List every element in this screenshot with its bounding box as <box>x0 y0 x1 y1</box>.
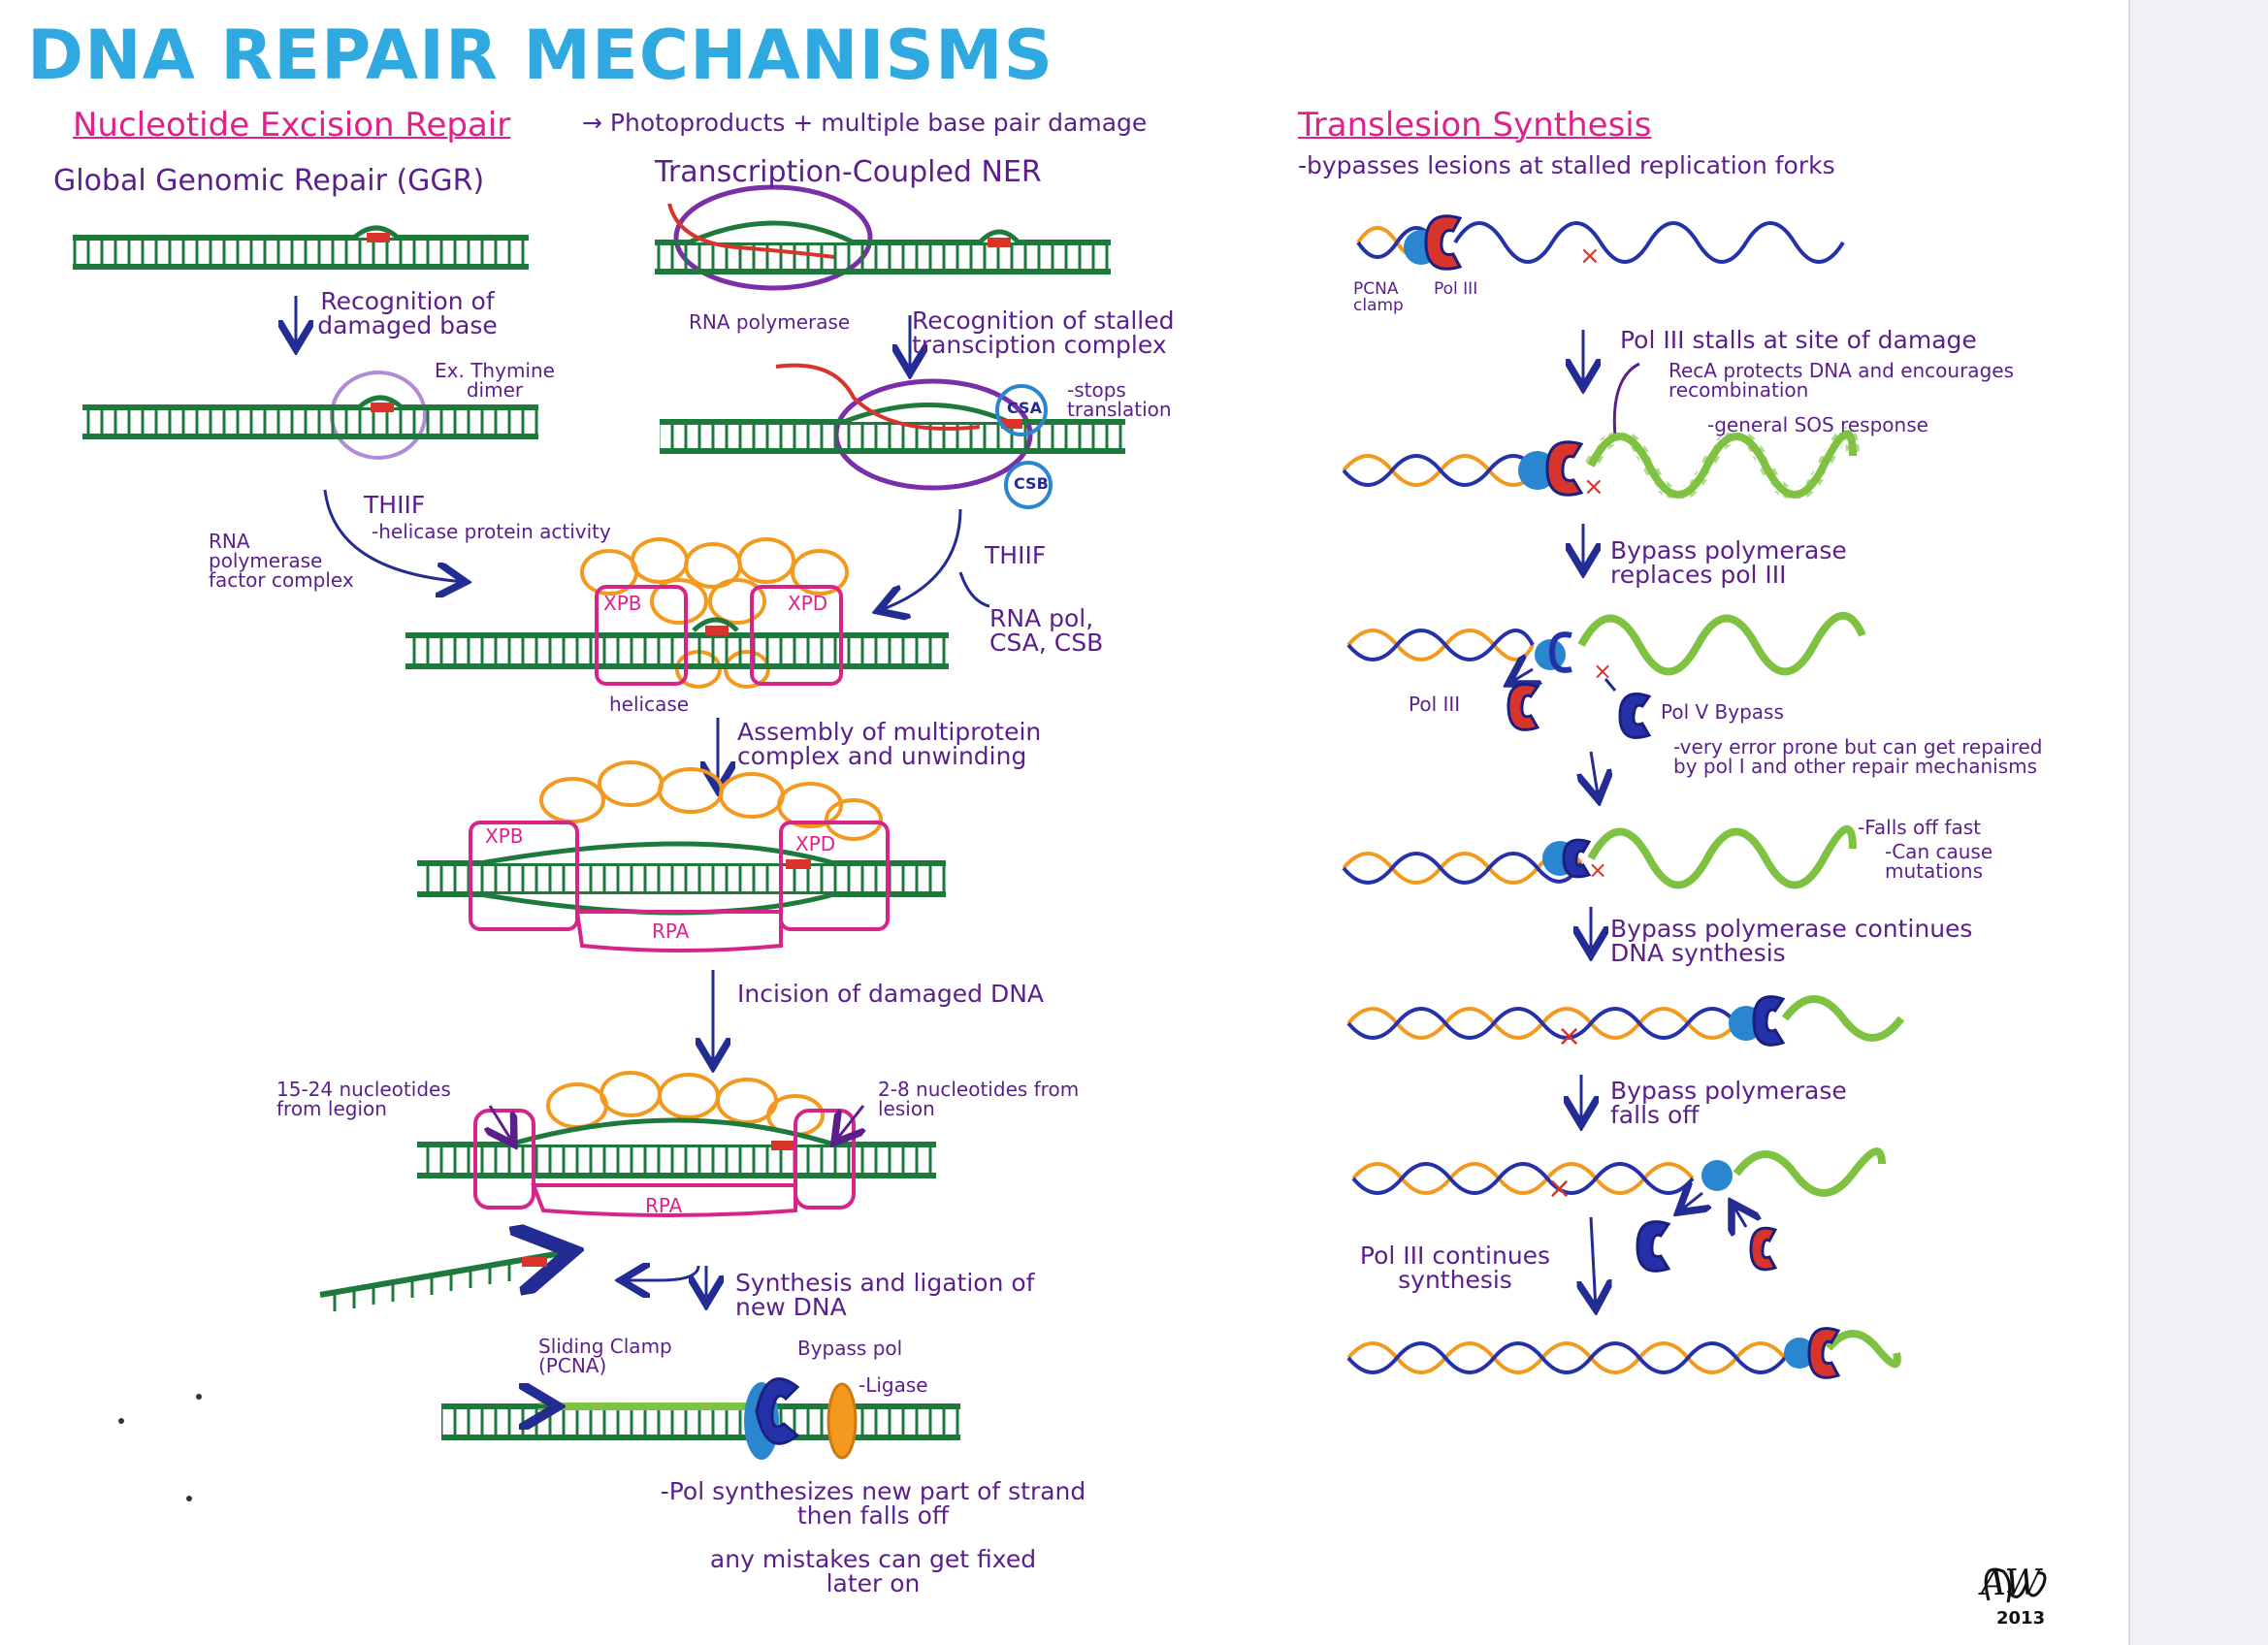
ggr-dna-1 <box>73 225 529 270</box>
tls-helix-4: × <box>1342 825 1857 889</box>
scan-speck <box>196 1394 202 1400</box>
ner-note: -Pol synthesizes new part of strand then… <box>660 1477 1086 1530</box>
paper-edge <box>2128 0 2268 1645</box>
signature-year: 2013 <box>1996 1608 2046 1629</box>
csa-label: CSA <box>1007 399 1042 417</box>
ggr-step-recognition: Recognition of damaged base <box>317 287 498 339</box>
ner-arrow-split <box>621 1266 700 1280</box>
scan-speck <box>118 1418 124 1424</box>
ner-heading: Nucleotide Excision Repair <box>73 106 511 145</box>
tls-subtitle: -bypasses lesions at stalled replication… <box>1298 151 1835 179</box>
ggr-factor-label: RNA polymerase factor complex <box>209 530 354 592</box>
polv-note-3: -Can cause mutations <box>1885 840 1993 883</box>
ggr-thiif: THIIF <box>364 491 426 519</box>
tls-helix-2: × <box>1342 427 1860 501</box>
tcner-removed: RNA pol, CSA, CSB <box>989 604 1104 657</box>
xpd-label-2: XPD <box>795 832 836 855</box>
nt-right-label: 2-8 nucleotides from lesion <box>878 1078 1080 1120</box>
nt-left-label: 15-24 nucleotides from legion <box>276 1078 451 1120</box>
tls-step-falloff: Bypass polymerase falls off <box>1610 1077 1847 1129</box>
tcner-step-recognition: Recognition of stalled transciption comp… <box>912 306 1175 359</box>
tls-reca-pointer <box>1612 362 1640 437</box>
pol3-label-1: Pol III <box>1434 279 1478 299</box>
excised-fragment <box>319 1251 572 1311</box>
tls-helix-7 <box>1346 1327 1901 1379</box>
ner-step-synthesis: Synthesis and ligation of new DNA <box>735 1269 1035 1321</box>
tls-sos-note: -general SOS response <box>1707 413 1928 436</box>
xpd-label-1: XPD <box>788 592 828 615</box>
scan-speck <box>186 1496 192 1501</box>
tcner-thiif: THIIF <box>985 541 1047 569</box>
ggr-title: Global Genomic Repair (GGR) <box>53 164 485 198</box>
tcner-dna-2 <box>660 363 1125 509</box>
ggr-example: Ex. Thymine dimer <box>435 359 555 402</box>
tcner-arrow-2 <box>878 508 962 611</box>
pcna-label: PCNA clamp <box>1353 279 1404 315</box>
svg-text:×: × <box>1583 472 1604 501</box>
helicase-stage <box>405 537 949 689</box>
incision-stage <box>417 1071 936 1217</box>
xpb-label-2: XPB <box>485 824 524 848</box>
synthesis-stage <box>441 1377 960 1460</box>
tls-step-pol3: Pol III continues synthesis <box>1359 1242 1551 1294</box>
tcner-stops-note: -stops translation <box>1067 378 1172 421</box>
unwinding-stage <box>417 760 946 952</box>
svg-text:×: × <box>1593 658 1612 685</box>
tls-step-replace: Bypass polymerase replaces pol III <box>1610 536 1847 589</box>
ggr-thiif-note: -helicase protein activity <box>372 520 611 543</box>
tls-reca-note: RecA protects DNA and encourages recombi… <box>1669 359 2014 402</box>
tls-step-continue: Bypass polymerase continues DNA synthesi… <box>1610 915 1973 967</box>
tcner-arrow-3 <box>958 571 990 608</box>
tcner-rnapol-label: RNA polymerase <box>689 310 851 334</box>
signature-initials: AW <box>1981 1564 2041 1603</box>
rpa-label-2: RPA <box>645 1194 683 1217</box>
page-title: DNA REPAIR MECHANISMS <box>27 16 1054 95</box>
tls-helix-3: × <box>1346 612 1866 739</box>
rpa-label-1: RPA <box>652 919 690 943</box>
ligase-label: -Ligase <box>859 1373 928 1397</box>
polv-note-1: -very error prone but can get repaired b… <box>1673 735 2043 778</box>
tcner-title: Transcription-Coupled NER <box>655 155 1042 189</box>
ner-step-incision: Incision of damaged DNA <box>737 980 1044 1008</box>
ner-heading-note: → Photoproducts + multiple base pair dam… <box>582 109 1148 137</box>
polv-label: Pol V Bypass <box>1661 700 1784 724</box>
tls-helix-6: × <box>1351 1147 1886 1273</box>
ggr-arrow-2 <box>323 489 466 582</box>
ner-step-assembly: Assembly of multiprotein complex and unw… <box>737 718 1042 770</box>
csb-label: CSB <box>1014 474 1049 493</box>
tls-helix-5: × <box>1346 995 1905 1053</box>
ner-note-2: any mistakes can get fixed later on <box>709 1545 1037 1597</box>
helicase-label: helicase <box>609 693 690 716</box>
tls-step-stall: Pol III stalls at site of damage <box>1620 326 1977 354</box>
tls-arrow-3 <box>1591 751 1599 800</box>
svg-text:×: × <box>1557 1019 1581 1053</box>
ggr-dna-2 <box>82 371 538 460</box>
xpb-label-1: XPB <box>603 592 642 615</box>
sliding-clamp-label: Sliding Clamp (PCNA) <box>538 1335 672 1377</box>
tls-arrow-6 <box>1591 1216 1596 1309</box>
tls-heading: Translesion Synthesis <box>1298 106 1652 145</box>
tcner-dna-1 <box>655 184 1111 291</box>
bypass-pol-label: Bypass pol <box>797 1337 903 1360</box>
tls-helix-1: × <box>1356 214 1845 271</box>
svg-text:×: × <box>1579 242 1601 271</box>
svg-text:×: × <box>1547 1172 1571 1206</box>
svg-text:×: × <box>1588 856 1607 884</box>
polv-note-2: -Falls off fast <box>1858 816 1981 839</box>
pol3-label-2: Pol III <box>1409 693 1461 716</box>
signature-mark <box>1984 1567 2047 1603</box>
